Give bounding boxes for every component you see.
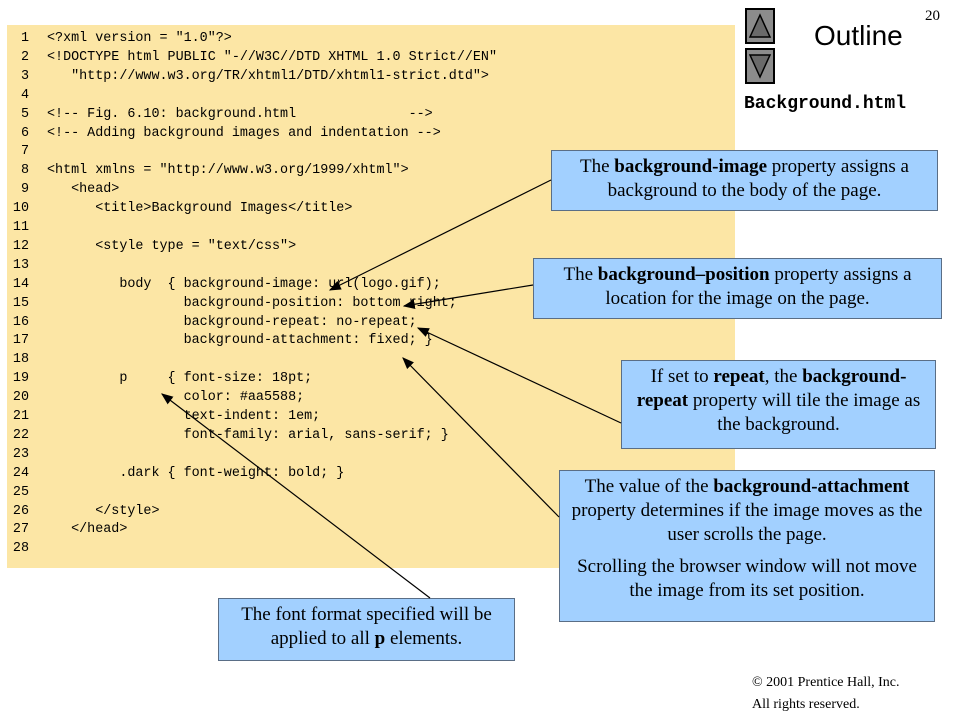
code-text: p { font-size: 18pt;	[47, 371, 313, 387]
line-number: 6	[20, 125, 29, 141]
line-number: 2	[20, 49, 29, 65]
line-number: 13	[12, 257, 29, 273]
line-number: 9	[20, 182, 29, 198]
code-line: 15 background-position: bottom right;	[7, 295, 457, 313]
code-line: 3 "http://www.w3.org/TR/xhtml1/DTD/xhtml…	[7, 68, 489, 86]
code-line: 27 </head>	[7, 521, 127, 539]
code-text: <?xml version = "1.0"?>	[47, 31, 232, 46]
previous-slide-button[interactable]	[745, 8, 775, 44]
rights-text: All rights reserved.	[752, 697, 860, 712]
line-number: 19	[12, 371, 29, 387]
line-number: 5	[20, 106, 29, 122]
line-number: 1	[20, 31, 29, 46]
arrow-background-image	[328, 179, 552, 291]
code-line: 9 <head>	[7, 181, 119, 199]
code-line: 28	[7, 540, 47, 558]
code-line: 16 background-repeat: no-repeat;	[7, 314, 417, 332]
line-number: 10	[12, 201, 29, 217]
callout-font-format: The font format specified will be applie…	[218, 598, 515, 661]
code-line: 13	[7, 257, 47, 275]
callout-background-position: The background–position property assigns…	[533, 258, 942, 319]
code-text: <style type = "text/css">	[47, 238, 297, 254]
code-text: <head>	[47, 182, 120, 198]
line-number: 26	[12, 503, 29, 519]
line-number: 12	[12, 238, 29, 254]
callout-background-attachment: The value of the background-attachment p…	[559, 470, 935, 622]
code-line: 10 <title>Background Images</title>	[7, 200, 352, 218]
code-line: 11	[7, 219, 47, 237]
code-text: body { background-image: url(logo.gif);	[47, 276, 441, 292]
outline-title[interactable]: Outline	[814, 20, 903, 51]
code-line: 7	[7, 143, 47, 161]
code-text: <!DOCTYPE html PUBLIC "-//W3C//DTD XHTML…	[47, 49, 497, 65]
code-line: 20 color: #aa5588;	[7, 389, 304, 407]
arrow-background-repeat	[416, 327, 622, 424]
code-line: 14 body { background-image: url(logo.gif…	[7, 276, 441, 294]
code-line: 21 text-indent: 1em;	[7, 408, 320, 426]
code-line: 6 <!-- Adding background images and inden…	[7, 125, 441, 143]
arrow-font-format	[161, 393, 431, 599]
line-number: 15	[12, 295, 29, 311]
triangle-down-icon	[748, 54, 772, 79]
code-line: 12 <style type = "text/css">	[7, 238, 296, 256]
next-slide-button[interactable]	[745, 48, 775, 84]
page-number: 20	[925, 8, 940, 24]
code-text: text-indent: 1em;	[47, 409, 321, 424]
code-text: </style>	[47, 503, 160, 519]
code-text: background-attachment: fixed; }	[47, 333, 433, 349]
code-line: 4	[7, 87, 47, 105]
code-line: 25	[7, 484, 47, 502]
line-number: 22	[12, 427, 29, 443]
code-line: 22 font-family: arial, sans-serif; }	[7, 427, 449, 445]
code-line: 5 <!-- Fig. 6.10: background.html -->	[7, 106, 433, 124]
callout-background-image: The background-image property assigns a …	[551, 150, 938, 211]
code-text: <!-- Adding background images and indent…	[47, 125, 441, 141]
line-number: 17	[12, 333, 29, 349]
code-text: </head>	[47, 522, 128, 538]
code-text: background-position: bottom right;	[47, 295, 457, 311]
line-number: 11	[12, 220, 29, 235]
code-text: "http://www.w3.org/TR/xhtml1/DTD/xhtml1-…	[47, 68, 489, 84]
code-line: 8 <html xmlns = "http://www.w3.org/1999/x…	[7, 162, 409, 180]
code-line: 18	[7, 351, 47, 369]
code-line: 26 </style>	[7, 503, 160, 521]
code-line: 24 .dark { font-weight: bold; }	[7, 465, 344, 483]
line-number: 21	[12, 409, 29, 424]
line-number: 3	[20, 68, 29, 84]
code-text: .dark { font-weight: bold; }	[47, 465, 345, 481]
line-number: 23	[12, 446, 29, 462]
code-line: 19 p { font-size: 18pt;	[7, 370, 312, 388]
line-number: 18	[12, 352, 29, 368]
line-number: 7	[20, 144, 29, 160]
arrow-background-position	[402, 284, 534, 310]
line-number: 24	[12, 465, 29, 481]
code-line: 1 <?xml version = "1.0"?>	[7, 30, 232, 48]
code-text: font-family: arial, sans-serif; }	[47, 427, 449, 443]
callout-background-repeat: If set to repeat, the background-repeat …	[621, 360, 936, 449]
triangle-up-icon	[748, 13, 772, 38]
arrow-background-attachment	[402, 357, 560, 518]
code-text: color: #aa5588;	[47, 390, 305, 406]
line-number: 14	[12, 276, 29, 292]
code-line: 23	[7, 446, 47, 464]
code-text: <html xmlns = "http://www.w3.org/1999/xh…	[47, 163, 409, 179]
code-line: 2 <!DOCTYPE html PUBLIC "-//W3C//DTD XHTM…	[7, 49, 497, 67]
line-number: 20	[12, 390, 29, 406]
code-line: 17 background-attachment: fixed; }	[7, 332, 433, 350]
line-number: 4	[20, 87, 29, 103]
line-number: 28	[12, 541, 29, 557]
code-text: <title>Background Images</title>	[47, 201, 353, 217]
line-number: 16	[12, 314, 29, 330]
line-number: 25	[12, 484, 29, 500]
code-text: background-repeat: no-repeat;	[47, 314, 417, 330]
line-number: 8	[20, 163, 29, 179]
footer: © 2001 Prentice Hall, Inc. All rights re…	[752, 672, 900, 716]
copyright-text: © 2001 Prentice Hall, Inc.	[752, 675, 900, 690]
code-text: <!-- Fig. 6.10: background.html -->	[47, 106, 433, 122]
file-name-label: Background.html	[744, 94, 907, 114]
line-number: 27	[12, 522, 29, 538]
